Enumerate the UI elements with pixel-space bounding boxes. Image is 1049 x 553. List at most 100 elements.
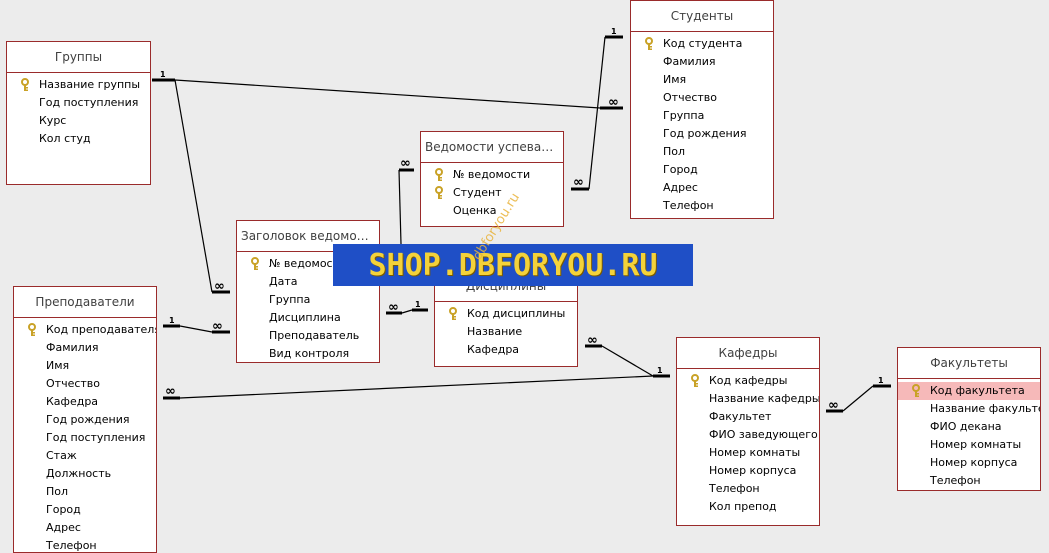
rel-many-label: ∞: [165, 384, 176, 399]
field-row[interactable]: ФИО декана: [898, 418, 1040, 436]
table-vedomosti[interactable]: Ведомости успеваемо... № ведомости Студе…: [420, 131, 564, 227]
field-row[interactable]: Название кафедры: [677, 390, 819, 408]
field-label: Кол препод: [709, 500, 777, 513]
field-label: Год рождения: [663, 127, 747, 140]
field-row[interactable]: Фамилия: [14, 339, 156, 357]
field-row[interactable]: Дата: [237, 273, 379, 291]
field-row[interactable]: Вид контроля: [237, 345, 379, 362]
field-row[interactable]: Адрес: [14, 519, 156, 537]
field-row[interactable]: Группа: [631, 107, 773, 125]
table-title[interactable]: Кафедры: [677, 338, 819, 369]
rel-one-label: 1: [657, 366, 663, 375]
field-row[interactable]: Название: [435, 323, 577, 341]
field-row[interactable]: Группа: [237, 291, 379, 309]
field-row[interactable]: Факультет: [677, 408, 819, 426]
field-row[interactable]: Имя: [631, 71, 773, 89]
field-row[interactable]: Телефон: [14, 537, 156, 552]
table-title[interactable]: Дисциплины: [435, 271, 577, 302]
field-row[interactable]: № ведомости: [237, 255, 379, 273]
table-title[interactable]: Факультеты: [898, 348, 1040, 379]
field-label: Адрес: [46, 521, 81, 534]
field-row[interactable]: Отчество: [631, 89, 773, 107]
field-row[interactable]: Код студента: [631, 35, 773, 53]
field-label: Студент: [453, 186, 502, 199]
field-row[interactable]: Оценка: [421, 202, 563, 220]
field-label: Название кафедры: [709, 392, 820, 405]
table-discipliny[interactable]: Дисциплины Код дисциплины Название Кафед…: [434, 270, 578, 367]
field-row[interactable]: Год поступления: [14, 429, 156, 447]
key-icon: [28, 323, 36, 336]
field-row[interactable]: Город: [631, 161, 773, 179]
field-row[interactable]: Фамилия: [631, 53, 773, 71]
field-row[interactable]: Преподаватель: [237, 327, 379, 345]
field-label: Город: [663, 163, 698, 176]
field-row[interactable]: Номер комнаты: [677, 444, 819, 462]
field-label: Адрес: [663, 181, 698, 194]
field-row[interactable]: Имя: [14, 357, 156, 375]
rel-one-label: 1: [169, 316, 175, 325]
field-row[interactable]: Название факультета: [898, 400, 1040, 418]
field-row[interactable]: Название группы: [7, 76, 150, 94]
relation-gruppy-studenty[interactable]: 1 ∞: [152, 70, 623, 110]
field-label: Телефон: [663, 199, 714, 212]
field-label: Отчество: [46, 377, 101, 390]
table-title[interactable]: Студенты: [631, 1, 773, 32]
relation-discipliny-zagolovok[interactable]: ∞ 1: [386, 300, 428, 315]
field-row[interactable]: Отчество: [14, 375, 156, 393]
field-label: Номер корпуса: [709, 464, 797, 477]
field-row[interactable]: Номер комнаты: [898, 436, 1040, 454]
field-row[interactable]: Должность: [14, 465, 156, 483]
relation-kafedry-prepodavateli[interactable]: 1 ∞: [163, 366, 670, 400]
table-prepodavateli[interactable]: Преподаватели Код преподавателя Фамилия …: [13, 286, 157, 553]
field-label: Стаж: [46, 449, 77, 462]
relation-gruppy-zagolovok[interactable]: ∞: [174, 79, 230, 294]
relation-kafedry-discipliny[interactable]: ∞: [585, 333, 654, 377]
field-row[interactable]: Номер корпуса: [898, 454, 1040, 472]
key-icon: [435, 168, 443, 181]
table-title[interactable]: Преподаватели: [14, 287, 156, 318]
field-row[interactable]: Пол: [631, 143, 773, 161]
field-row[interactable]: Адрес: [631, 179, 773, 197]
field-label: Дата: [269, 275, 298, 288]
field-label: Город: [46, 503, 81, 516]
table-kafedry[interactable]: Кафедры Код кафедры Название кафедры Фак…: [676, 337, 820, 526]
field-row[interactable]: Год рождения: [631, 125, 773, 143]
field-row[interactable]: Телефон: [631, 197, 773, 215]
relation-prepodavateli-zagolovok[interactable]: 1 ∞: [163, 316, 230, 334]
field-row[interactable]: Код дисциплины: [435, 305, 577, 323]
table-title[interactable]: Ведомости успеваемо...: [421, 132, 563, 163]
field-row[interactable]: Кафедра: [435, 341, 577, 359]
field-row[interactable]: Телефон: [898, 472, 1040, 490]
table-title[interactable]: Заголовок ведомости: [237, 221, 379, 252]
field-row[interactable]: Дисциплина: [237, 309, 379, 327]
field-row[interactable]: Стаж: [14, 447, 156, 465]
field-row[interactable]: Код кафедры: [677, 372, 819, 390]
field-row[interactable]: ФИО заведующего: [677, 426, 819, 444]
field-row[interactable]: Кол студ: [7, 130, 150, 148]
watermark-banner: SHOP.DBFORYOU.RU: [333, 244, 693, 286]
field-row[interactable]: Город: [14, 501, 156, 519]
field-row[interactable]: Телефон: [677, 480, 819, 498]
field-row[interactable]: Кол препод: [677, 498, 819, 516]
field-row[interactable]: Кафедра: [14, 393, 156, 411]
field-label: ФИО декана: [930, 420, 1002, 433]
field-row[interactable]: Код преподавателя: [14, 321, 156, 339]
relation-fakultety-kafedry[interactable]: 1 ∞: [826, 376, 891, 413]
field-row[interactable]: Год поступления: [7, 94, 150, 112]
field-row[interactable]: Год рождения: [14, 411, 156, 429]
field-row[interactable]: Курс: [7, 112, 150, 130]
table-studenty[interactable]: Студенты Код студента Фамилия Имя Отчест…: [630, 0, 774, 219]
relation-studenty-vedomosti[interactable]: 1 ∞: [571, 27, 623, 191]
table-fakultety[interactable]: Факультеты Код факультета Название факул…: [897, 347, 1041, 491]
field-label: Название группы: [39, 78, 141, 91]
relation-zagolovok-vedomosti[interactable]: ∞: [398, 156, 414, 245]
table-gruppy[interactable]: Группы Название группы Год поступления К…: [6, 41, 151, 185]
field-row[interactable]: Пол: [14, 483, 156, 501]
field-row[interactable]: Студент: [421, 184, 563, 202]
field-row[interactable]: Номер корпуса: [677, 462, 819, 480]
field-row-selected[interactable]: Код факультета: [898, 382, 1040, 400]
table-title[interactable]: Группы: [7, 42, 150, 73]
field-row[interactable]: № ведомости: [421, 166, 563, 184]
field-label: ФИО заведующего: [709, 428, 818, 441]
table-zagolovok[interactable]: Заголовок ведомости № ведомости Дата Гру…: [236, 220, 380, 363]
